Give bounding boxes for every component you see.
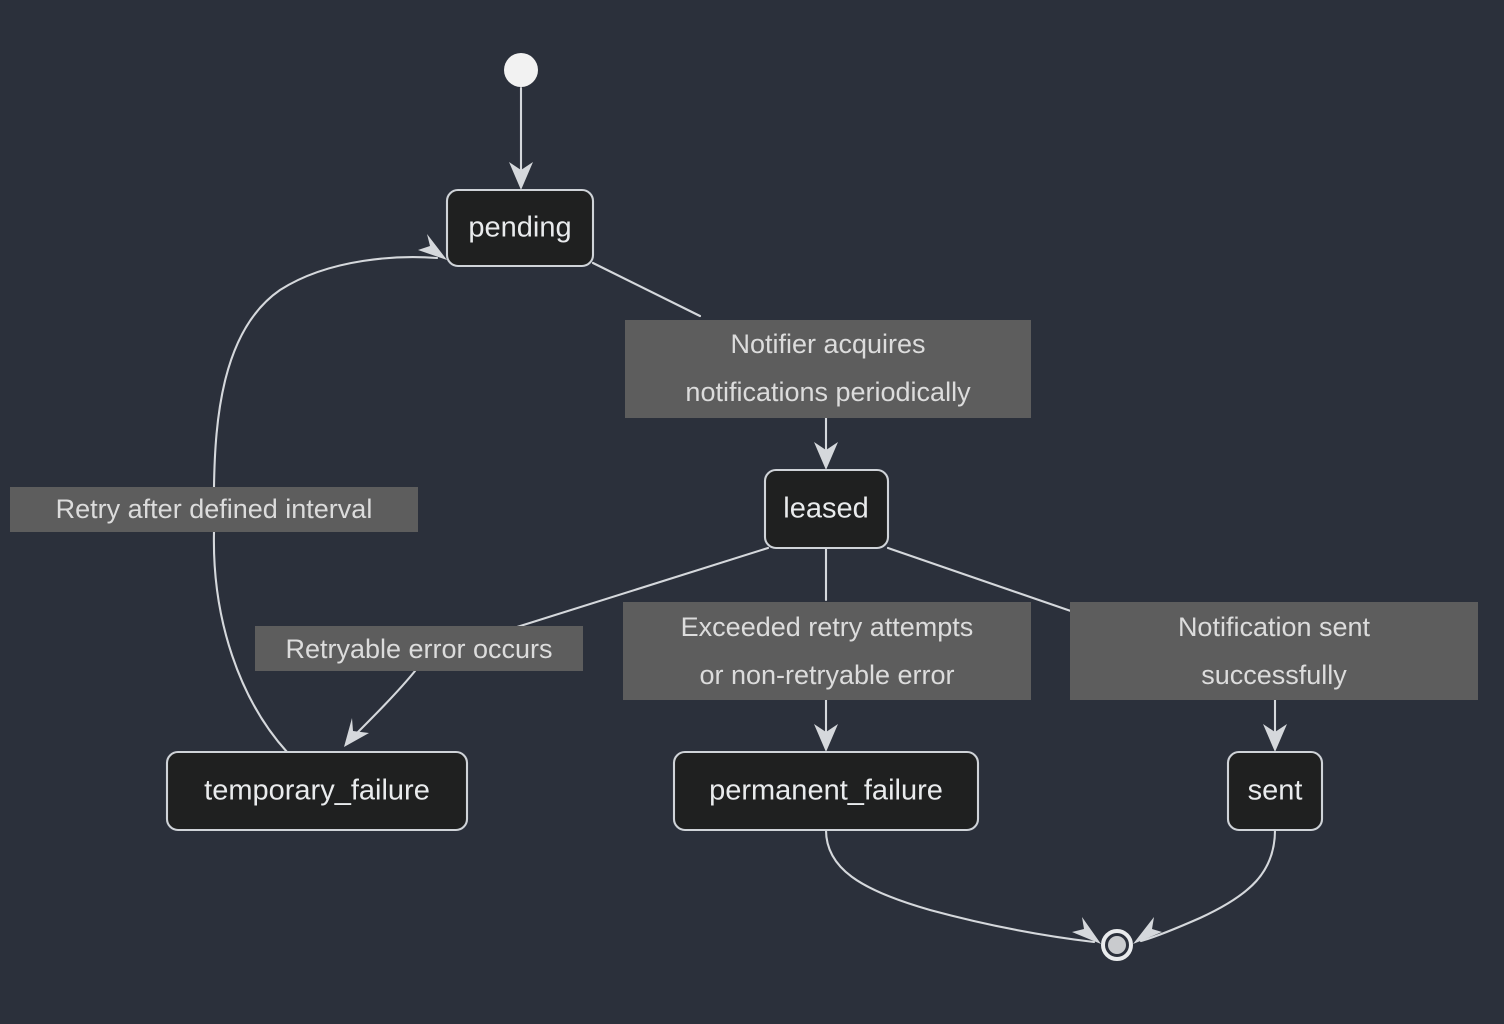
edge-label-retry-interval: Retry after defined interval	[56, 494, 373, 524]
arrow-head-temporary-failure-to-pending	[418, 234, 447, 260]
state-box-pending[interactable]	[445, 188, 595, 268]
start-state-marker[interactable]	[504, 53, 538, 87]
edge-path-leased-to-temporary-failure-upper	[515, 546, 770, 629]
edge-path-permanent-failure-to-end	[824, 828, 1096, 944]
edge-temporary-failure-to-pending	[212, 234, 447, 754]
arrow-head-leased-to-permanent-failure	[814, 724, 838, 752]
edge-label-leased-to-permanent-failure: Exceeded retry attempts or non-retryable…	[623, 602, 1031, 700]
edge-leased-to-sent	[886, 546, 1287, 752]
edge-label-notification-sent-line-2: successfully	[1201, 660, 1347, 690]
edge-label-exceeded-retry-line-1: Exceeded retry attempts	[681, 612, 974, 642]
edge-pending-to-leased	[591, 261, 838, 470]
edge-path-temporary-failure-to-pending-lower	[212, 530, 289, 754]
edge-label-line-2: notifications periodically	[685, 377, 971, 407]
edge-label-bg-pending-to-leased	[625, 320, 1031, 418]
arrow-head-sent-to-end	[1133, 917, 1162, 944]
state-box-sent[interactable]	[1226, 750, 1324, 832]
edge-label-bg-leased-to-permanent-failure	[623, 602, 1031, 700]
edge-label-bg-leased-to-temporary-failure	[255, 626, 583, 671]
state-node-pending[interactable]: pending	[445, 188, 595, 268]
state-label-leased: leased	[783, 493, 868, 525]
state-label-temporary-failure: temporary_failure	[204, 775, 430, 807]
edge-path-leased-to-temporary-failure-lower	[350, 669, 417, 740]
arrow-head-permanent-failure-to-end	[1072, 917, 1101, 944]
state-label-pending: pending	[468, 212, 571, 244]
end-state-marker[interactable]	[1101, 929, 1133, 961]
state-node-leased[interactable]: leased	[763, 468, 890, 550]
state-box-temporary-failure[interactable]	[165, 750, 469, 832]
arrow-head-leased-to-temporary-failure	[344, 718, 369, 747]
edge-path-sent-to-end	[1139, 828, 1277, 943]
edge-start-to-pending	[509, 86, 533, 190]
edge-sent-to-end	[1133, 828, 1277, 944]
state-node-sent[interactable]: sent	[1226, 750, 1324, 832]
edge-permanent-failure-to-end	[824, 828, 1101, 944]
state-node-temporary-failure[interactable]: temporary_failure	[165, 750, 469, 832]
start-state-circle-icon[interactable]	[504, 53, 538, 87]
edge-label-leased-to-sent: Notification sent successfully	[1070, 602, 1478, 700]
state-box-permanent-failure[interactable]	[672, 750, 980, 832]
edge-label-exceeded-retry-line-2: or non-retryable error	[699, 660, 954, 690]
end-state-outer-ring-icon[interactable]	[1101, 929, 1133, 961]
state-label-sent: sent	[1248, 775, 1303, 807]
state-label-permanent-failure: permanent_failure	[709, 775, 943, 807]
state-node-permanent-failure[interactable]: permanent_failure	[672, 750, 980, 832]
edge-leased-to-permanent-failure	[814, 546, 838, 752]
end-state-inner-circle-icon	[1108, 936, 1126, 954]
arrow-head-leased-to-sent	[1263, 724, 1287, 752]
state-box-leased[interactable]	[763, 468, 890, 550]
edge-label-leased-to-temporary-failure: Retryable error occurs	[255, 626, 583, 671]
edge-label-bg-temporary-failure-to-pending	[10, 487, 418, 532]
arrow-head-pending-to-leased	[814, 442, 838, 470]
edge-label-line-1: Notifier acquires	[730, 329, 925, 359]
edge-leased-to-temporary-failure	[344, 546, 770, 747]
edge-path-temporary-failure-to-pending-upper	[212, 256, 439, 489]
edge-path-pending-to-leased-upper	[591, 261, 702, 318]
arrow-head-start-to-pending	[509, 162, 533, 190]
edge-label-notification-sent-line-1: Notification sent	[1178, 612, 1371, 642]
edge-label-pending-to-leased: Notifier acquires notifications periodic…	[625, 320, 1031, 418]
edge-label-temporary-failure-to-pending: Retry after defined interval	[10, 487, 418, 532]
edge-label-bg-leased-to-sent	[1070, 602, 1478, 700]
edge-label-retryable-error: Retryable error occurs	[285, 634, 552, 664]
edge-path-leased-to-sent-upper	[886, 546, 1096, 621]
